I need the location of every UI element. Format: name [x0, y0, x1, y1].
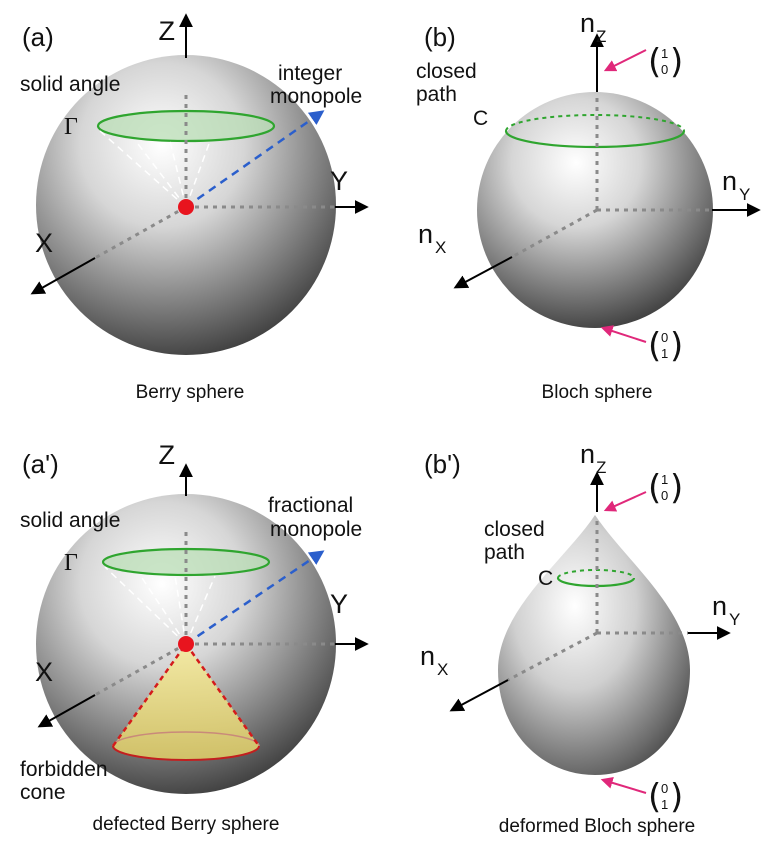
panel-b: (b) n Z n Y n X closed path C ( 1 0 ) ( … — [416, 8, 761, 403]
spinor-up-arrow — [603, 49, 647, 72]
closed-path-label-line2: path — [416, 83, 457, 106]
panel-label-a-prime: (a') — [22, 449, 59, 479]
panel-label-b-prime: (b') — [424, 449, 461, 479]
spinor-down-top: 0 — [661, 330, 668, 345]
nx-axis — [453, 256, 513, 289]
forbidden-cone-label-line2: cone — [20, 781, 66, 804]
fractional-monopole-point — [178, 636, 194, 652]
closed-path-label-line1-prime: closed — [484, 518, 545, 541]
solid-angle-label: solid angle — [20, 73, 120, 96]
solid-angle-rays — [99, 130, 211, 208]
closed-path-symbol-prime: C — [538, 567, 553, 590]
nx-axis-inner — [511, 208, 598, 259]
caption-b-prime: deformed Bloch sphere — [499, 816, 695, 837]
forbidden-cone-label-line1: forbidden — [20, 758, 108, 781]
svg-text:): ) — [670, 326, 683, 366]
closed-path-front — [504, 130, 686, 149]
forbidden-cone-edge — [111, 641, 261, 747]
caption-b: Bloch sphere — [542, 382, 653, 403]
caption-a: Berry sphere — [136, 382, 245, 403]
axis-label-nz-sub: Z — [596, 27, 606, 46]
svg-text:(: ( — [648, 777, 661, 817]
deformed-bloch-sphere — [498, 515, 690, 775]
caption-a-prime: defected Berry sphere — [93, 814, 280, 835]
solid-angle-rays-prime — [104, 566, 216, 645]
axis-label-z: Z — [159, 16, 176, 46]
svg-text:(: ( — [648, 326, 661, 366]
axis-label-nz-main: n — [580, 8, 595, 38]
panel-label-a: (a) — [22, 22, 54, 52]
monopole-label-line1: integer — [278, 62, 342, 85]
axis-label-nx-main-prime: n — [420, 641, 435, 671]
spinor-down-bottom: 1 — [661, 346, 668, 361]
axis-label-nx-main: n — [418, 219, 433, 249]
panel-b-prime: (b') n Z n Y n X closed path C ( 1 0 ) (… — [420, 439, 740, 837]
axis-label-nz-prime: n Z — [580, 439, 606, 477]
svg-text:(: ( — [648, 468, 661, 508]
svg-text:): ) — [670, 777, 683, 817]
spinor-up-label: ( 1 0 ) — [648, 42, 683, 82]
closed-path-symbol: C — [473, 107, 488, 130]
solid-angle-label-prime: solid angle — [20, 509, 120, 532]
closed-path-label-line2-prime: path — [484, 541, 525, 564]
axis-label-z-prime: Z — [159, 440, 176, 470]
spinor-down-arrow — [600, 325, 647, 343]
monopole-label-line2-prime: monopole — [270, 518, 362, 541]
spinor-down-label: ( 0 1 ) — [648, 326, 683, 366]
axis-label-nz-sub-prime: Z — [596, 458, 606, 477]
panel-label-b: (b) — [424, 22, 456, 52]
axis-label-ny-main: n — [722, 166, 737, 196]
closed-path-label-line1: closed — [416, 60, 477, 83]
spinor-up-top-prime: 1 — [661, 472, 668, 487]
nx-axis-inner-prime — [507, 631, 598, 682]
x-axis-prime — [37, 694, 96, 728]
gamma-label-prime: Γ — [64, 550, 78, 576]
axis-label-nx: n X — [418, 219, 446, 257]
axis-label-nx-sub: X — [435, 238, 446, 257]
axis-label-nz: n Z — [580, 8, 606, 46]
panel-a-prime: (a') Z Y X solid angle Γ fractional mono… — [20, 440, 369, 835]
panel-a: (a) Z Y X solid angle Γ integer monopole… — [20, 13, 369, 403]
forbidden-cone-body — [113, 644, 259, 760]
loop-gamma-prime — [101, 547, 271, 577]
nx-axis-prime — [449, 679, 509, 712]
axis-label-nz-main-prime: n — [580, 439, 595, 469]
spinor-down-label-prime: ( 0 1 ) — [648, 777, 683, 817]
axis-label-nx-sub-prime: X — [437, 660, 448, 679]
spinor-up-label-prime: ( 1 0 ) — [648, 468, 683, 508]
axis-label-ny-main-prime: n — [712, 591, 727, 621]
integer-monopole-point — [178, 199, 194, 215]
spinor-down-bottom-prime: 1 — [661, 797, 668, 812]
spinor-up-top: 1 — [661, 46, 668, 61]
monopole-label-line1-prime: fractional — [268, 494, 353, 517]
axis-label-ny-sub: Y — [739, 185, 750, 204]
svg-text:): ) — [670, 42, 683, 82]
forbidden-cone-base — [112, 745, 260, 761]
axis-label-y-prime: Y — [330, 589, 348, 619]
axis-label-ny-prime: n Y — [712, 591, 740, 629]
axis-label-x-prime: X — [35, 657, 53, 687]
svg-text:(: ( — [648, 42, 661, 82]
monopole-label-line2: monopole — [270, 85, 362, 108]
spinor-down-top-prime: 0 — [661, 781, 668, 796]
spinor-up-arrow-prime — [603, 491, 647, 512]
axis-label-ny-sub-prime: Y — [729, 610, 740, 629]
axis-label-x: X — [35, 228, 53, 258]
axis-label-y: Y — [330, 166, 348, 196]
gamma-label: Γ — [64, 114, 78, 140]
axis-label-ny: n Y — [722, 166, 750, 204]
axis-label-nx-prime: n X — [420, 641, 448, 679]
x-axis — [30, 257, 96, 295]
spinor-down-arrow-prime — [600, 777, 647, 794]
svg-text:): ) — [670, 468, 683, 508]
spinor-up-bottom-prime: 0 — [661, 488, 668, 503]
spinor-up-bottom: 0 — [661, 62, 668, 77]
